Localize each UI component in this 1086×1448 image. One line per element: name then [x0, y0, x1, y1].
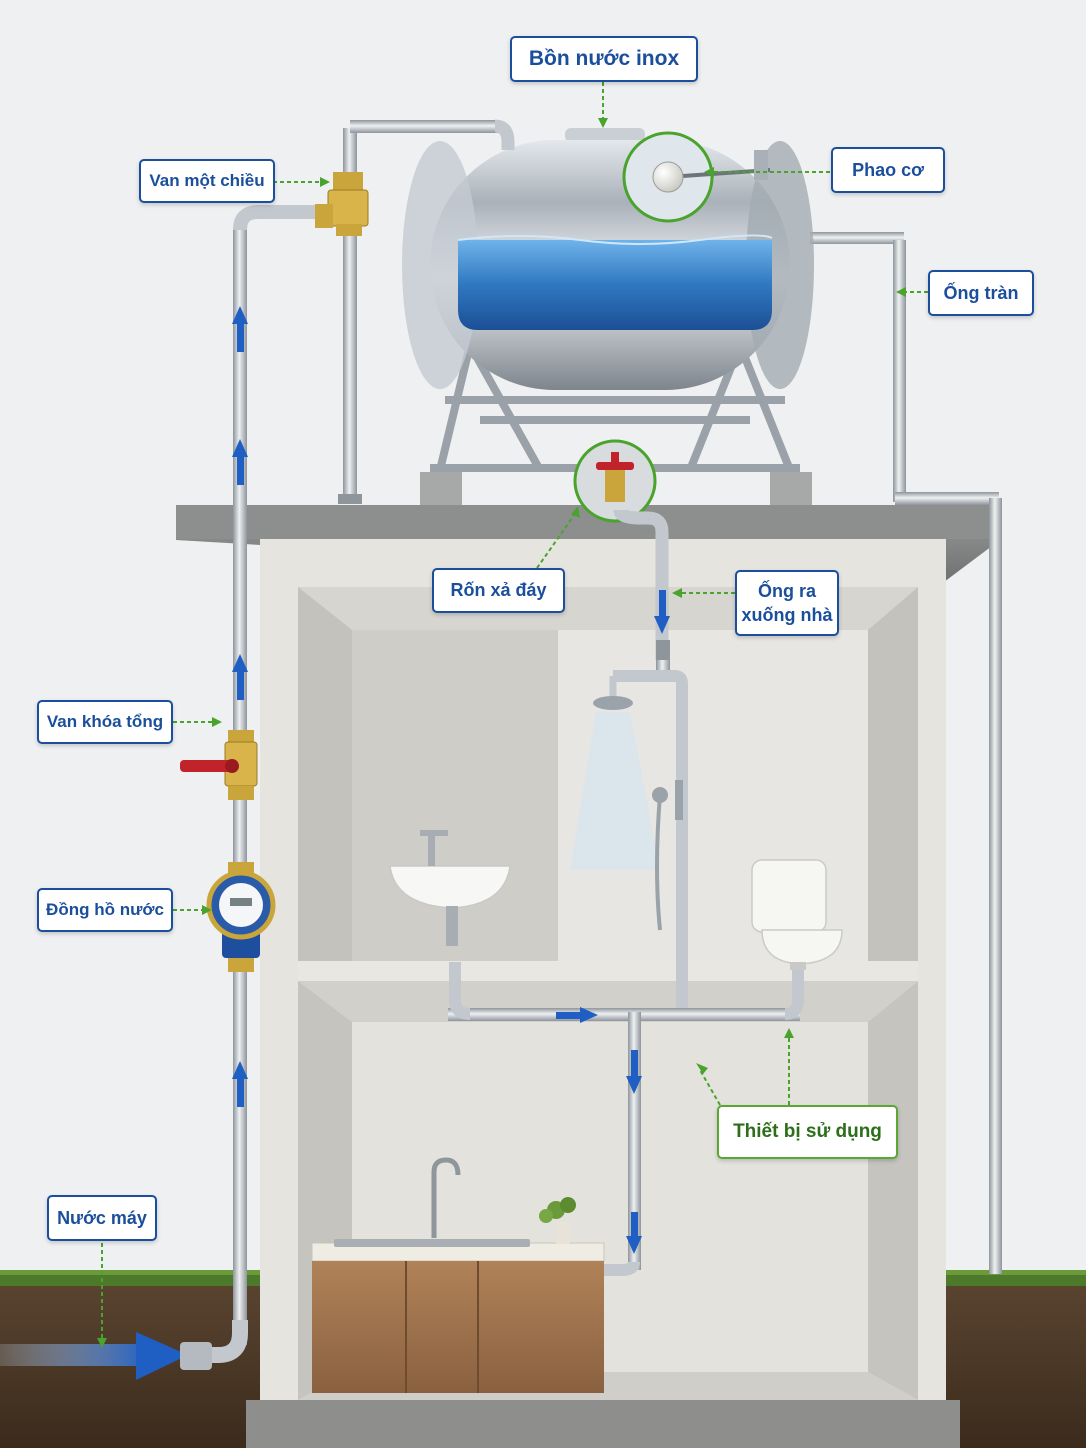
- label-stainless-tank: Bồn nước inox: [510, 36, 698, 82]
- stainless-tank: [402, 128, 814, 390]
- flow-arrow-down: [626, 1212, 642, 1254]
- outlet-pipe: [405, 508, 804, 1276]
- kitchen-cabinet: [311, 1157, 605, 1393]
- label-city-water: Nước máy: [47, 1195, 157, 1241]
- label-main-valve: Van khóa tổng: [37, 700, 173, 744]
- label-fixtures: Thiết bị sử dụng: [717, 1105, 898, 1159]
- label-float-valve: Phao cơ: [831, 147, 945, 193]
- shower: [570, 696, 683, 931]
- flow-arrow-up: [232, 306, 248, 352]
- label-overflow-pipe: Ống tràn: [928, 270, 1034, 316]
- leader-arrowheads: [97, 118, 906, 1348]
- flow-arrow-up: [232, 439, 248, 485]
- check-valve: [315, 172, 369, 236]
- label-check-valve: Van một chiều: [139, 159, 275, 203]
- label-water-meter: Đồng hồ nước: [37, 888, 173, 932]
- washbasin: [389, 830, 511, 946]
- flow-arrow-down: [626, 1050, 642, 1094]
- stand-foot: [420, 472, 462, 505]
- flow-arrow-down: [654, 590, 670, 634]
- flow-arrow-right: [556, 1007, 598, 1023]
- leader-lines: [101, 82, 928, 1340]
- label-drain-valve: Rốn xả đáy: [432, 568, 565, 613]
- main-valve: [180, 730, 258, 800]
- toilet: [751, 859, 843, 970]
- label-outlet-pipe: Ống ra xuống nhà: [735, 570, 839, 636]
- water-meter: [206, 862, 276, 972]
- label-outlet-pipe-line1: Ống ra: [757, 581, 816, 601]
- float-valve: [622, 131, 771, 223]
- overflow-pipe: [810, 232, 1002, 1274]
- city-water-flow: [0, 1332, 212, 1380]
- stand-foot: [770, 472, 812, 505]
- flow-arrows: [232, 306, 670, 1254]
- drain-valve: [573, 439, 657, 523]
- label-outlet-pipe-line2: xuống nhà: [741, 605, 833, 625]
- flow-arrow-up: [232, 654, 248, 700]
- flow-arrow-up: [232, 1061, 248, 1107]
